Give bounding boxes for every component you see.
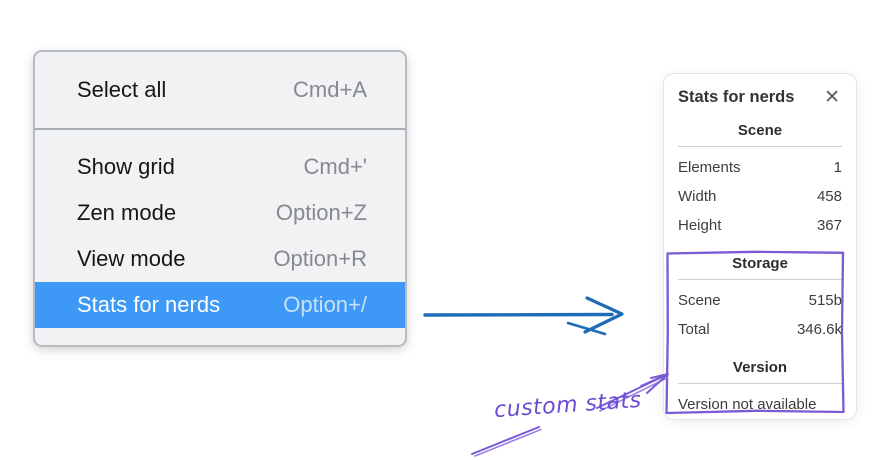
- menu-item-label: Select all: [77, 77, 167, 102]
- menu-section-top: Select all Cmd+A: [35, 52, 405, 128]
- stat-label: Width: [678, 188, 717, 205]
- stat-value: 515b: [808, 292, 842, 309]
- stat-label: Elements: [678, 159, 741, 176]
- stat-row-total-storage: Total 346.6k: [678, 315, 842, 344]
- menu-item-stats-for-nerds[interactable]: Stats for nerds Option+/: [35, 282, 405, 328]
- stats-panel: Stats for nerds ✕ Scene Elements 1 Width…: [663, 73, 857, 420]
- stat-value: 346.6k: [796, 321, 842, 338]
- section-divider: [678, 383, 842, 384]
- menu-item-label: Zen mode: [77, 200, 177, 225]
- stat-row-elements: Elements 1: [678, 153, 842, 182]
- stat-value: 1: [833, 159, 842, 176]
- close-icon[interactable]: ✕: [824, 86, 840, 108]
- menu-item-show-grid[interactable]: Show grid Cmd+': [35, 144, 405, 190]
- section-divider: [678, 146, 842, 147]
- stats-panel-title: Stats for nerds: [678, 88, 795, 106]
- section-heading-version: Version: [732, 359, 788, 376]
- menu-item-select-all[interactable]: Select all Cmd+A: [35, 67, 405, 113]
- stat-label: Total: [678, 321, 710, 338]
- stat-row-height: Height 367: [678, 211, 842, 240]
- menu-item-shortcut: Option+Z: [275, 200, 367, 225]
- section-heading-scene: Scene: [737, 122, 783, 139]
- menu-item-label: Stats for nerds: [77, 292, 221, 317]
- stat-row-width: Width 458: [678, 182, 842, 211]
- menu-item-shortcut: Cmd+A: [293, 77, 367, 102]
- menu-item-zen-mode[interactable]: Zen mode Option+Z: [35, 190, 405, 236]
- stat-label: Scene: [678, 292, 721, 309]
- stats-panel-header: Stats for nerds ✕: [678, 88, 842, 107]
- stat-value: 458: [816, 188, 842, 205]
- menu-item-shortcut: Cmd+': [303, 154, 368, 179]
- menu-item-view-mode[interactable]: View mode Option+R: [35, 236, 405, 282]
- section-divider: [678, 279, 842, 280]
- stat-value: 367: [816, 217, 842, 234]
- menu-item-label: Show grid: [77, 154, 175, 179]
- menu-item-label: View mode: [77, 246, 186, 271]
- menu-section-bottom: Show grid Cmd+' Zen mode Option+Z View m…: [35, 130, 405, 340]
- section-heading-storage: Storage: [732, 255, 788, 272]
- stat-row-scene-storage: Scene 515b: [678, 286, 842, 315]
- menu-item-shortcut: Option+R: [273, 246, 367, 271]
- version-note: Version not available: [678, 396, 817, 413]
- stat-label: Height: [678, 217, 722, 234]
- context-menu: Select all Cmd+A Show grid Cmd+' Zen mod…: [33, 50, 407, 347]
- menu-divider: [35, 128, 405, 130]
- menu-item-shortcut: Option+/: [283, 292, 367, 317]
- connector-arrow: [423, 296, 624, 336]
- custom-stats-annotation-label: custom stats: [493, 387, 643, 424]
